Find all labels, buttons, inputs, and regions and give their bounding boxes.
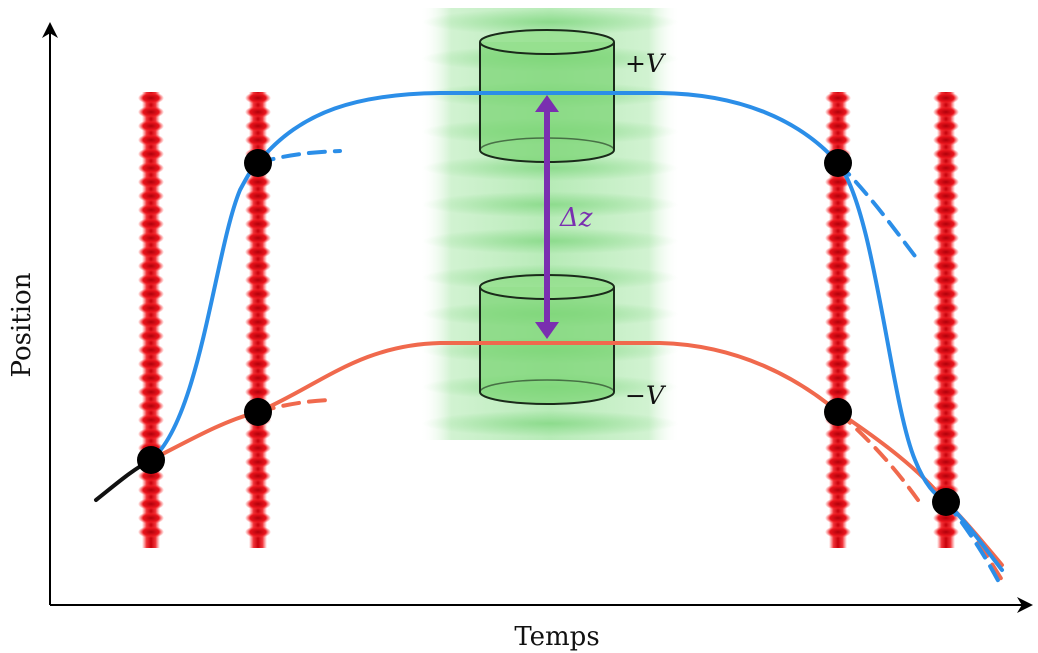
upper-arm-dashed-2 bbox=[836, 161, 920, 262]
separation-arrow bbox=[535, 95, 559, 339]
node-recombine-upper bbox=[824, 149, 852, 177]
node-start bbox=[137, 446, 165, 474]
y-axis-label: Position bbox=[7, 272, 37, 377]
x-axis-label: Temps bbox=[514, 622, 599, 652]
lower-potential-label: −V bbox=[625, 381, 667, 410]
separation-label: Δz bbox=[559, 203, 593, 233]
node-split-upper bbox=[244, 149, 272, 177]
upper-arm-path bbox=[149, 91, 1004, 572]
node-split-lower bbox=[244, 398, 272, 426]
laser-pulse-1 bbox=[138, 92, 164, 548]
nodes bbox=[137, 149, 960, 516]
axes bbox=[42, 22, 1033, 613]
laser-pulse-4 bbox=[933, 92, 959, 548]
node-recombine-lower bbox=[824, 398, 852, 426]
upper-potential-label: +V bbox=[625, 49, 667, 78]
node-end bbox=[932, 488, 960, 516]
